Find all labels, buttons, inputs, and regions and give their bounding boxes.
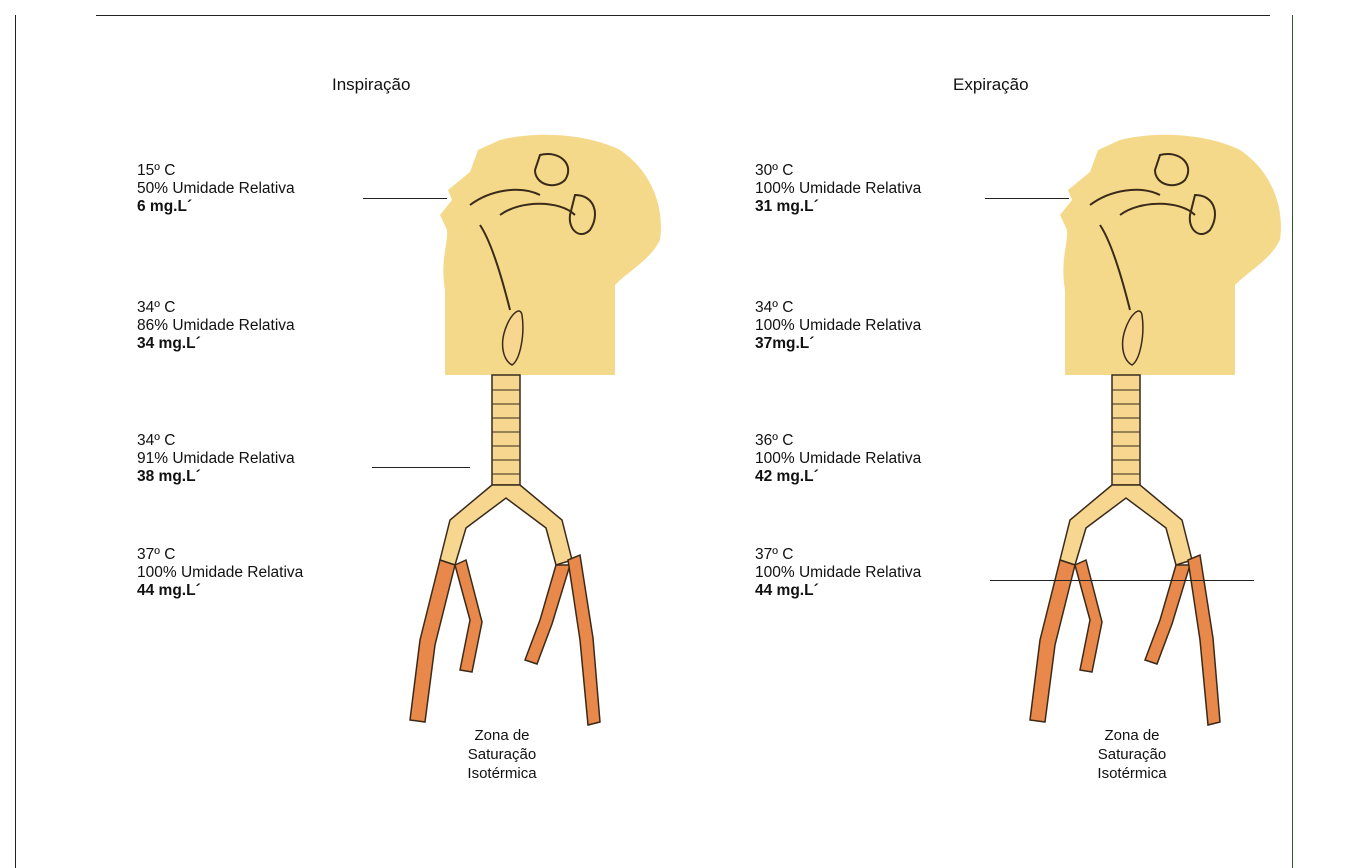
expiration-level-2: 34º C 100% Umidade Relativa 37mg.L´ — [755, 299, 921, 353]
temperature: 34º C — [755, 299, 921, 317]
expiration-level-1: 30º C 100% Umidade Relativa 31 mg.L´ — [755, 162, 921, 216]
relative-humidity: 100% Umidade Relativa — [755, 564, 921, 582]
head-silhouette — [1060, 135, 1281, 375]
distal-airway — [455, 560, 482, 672]
zone-line: Saturação — [1072, 745, 1192, 764]
trachea — [1112, 375, 1140, 485]
head-silhouette — [440, 135, 661, 375]
trachea — [492, 375, 520, 485]
temperature: 37º C — [755, 546, 921, 564]
isothermic-zone-label: Zona de Saturação Isotérmica — [1072, 726, 1192, 783]
distal-airway — [410, 560, 455, 722]
relative-humidity: 100% Umidade Relativa — [755, 180, 921, 198]
expiration-level-3: 36º C 100% Umidade Relativa 42 mg.L´ — [755, 432, 921, 486]
temperature: 36º C — [755, 432, 921, 450]
zone-line: Isotérmica — [1072, 764, 1192, 783]
relative-humidity: 100% Umidade Relativa — [755, 450, 921, 468]
water-content: 37mg.L´ — [755, 335, 921, 353]
distal-airway — [1075, 560, 1102, 672]
distal-airway — [525, 565, 570, 664]
zone-line: Zona de — [1072, 726, 1192, 745]
main-bronchi — [1060, 485, 1192, 565]
distal-airway — [1030, 560, 1075, 722]
leader-line-nose — [985, 198, 1069, 199]
water-content: 44 mg.L´ — [755, 582, 921, 600]
main-bronchi — [440, 485, 572, 565]
water-content: 42 mg.L´ — [755, 468, 921, 486]
temperature: 30º C — [755, 162, 921, 180]
relative-humidity: 100% Umidade Relativa — [755, 317, 921, 335]
expiration-level-4: 37º C 100% Umidade Relativa 44 mg.L´ — [755, 546, 921, 600]
leader-line-isothermic-boundary — [990, 580, 1254, 581]
distal-airway — [568, 555, 600, 725]
water-content: 31 mg.L´ — [755, 198, 921, 216]
expiration-title: Expiração — [953, 75, 1029, 95]
